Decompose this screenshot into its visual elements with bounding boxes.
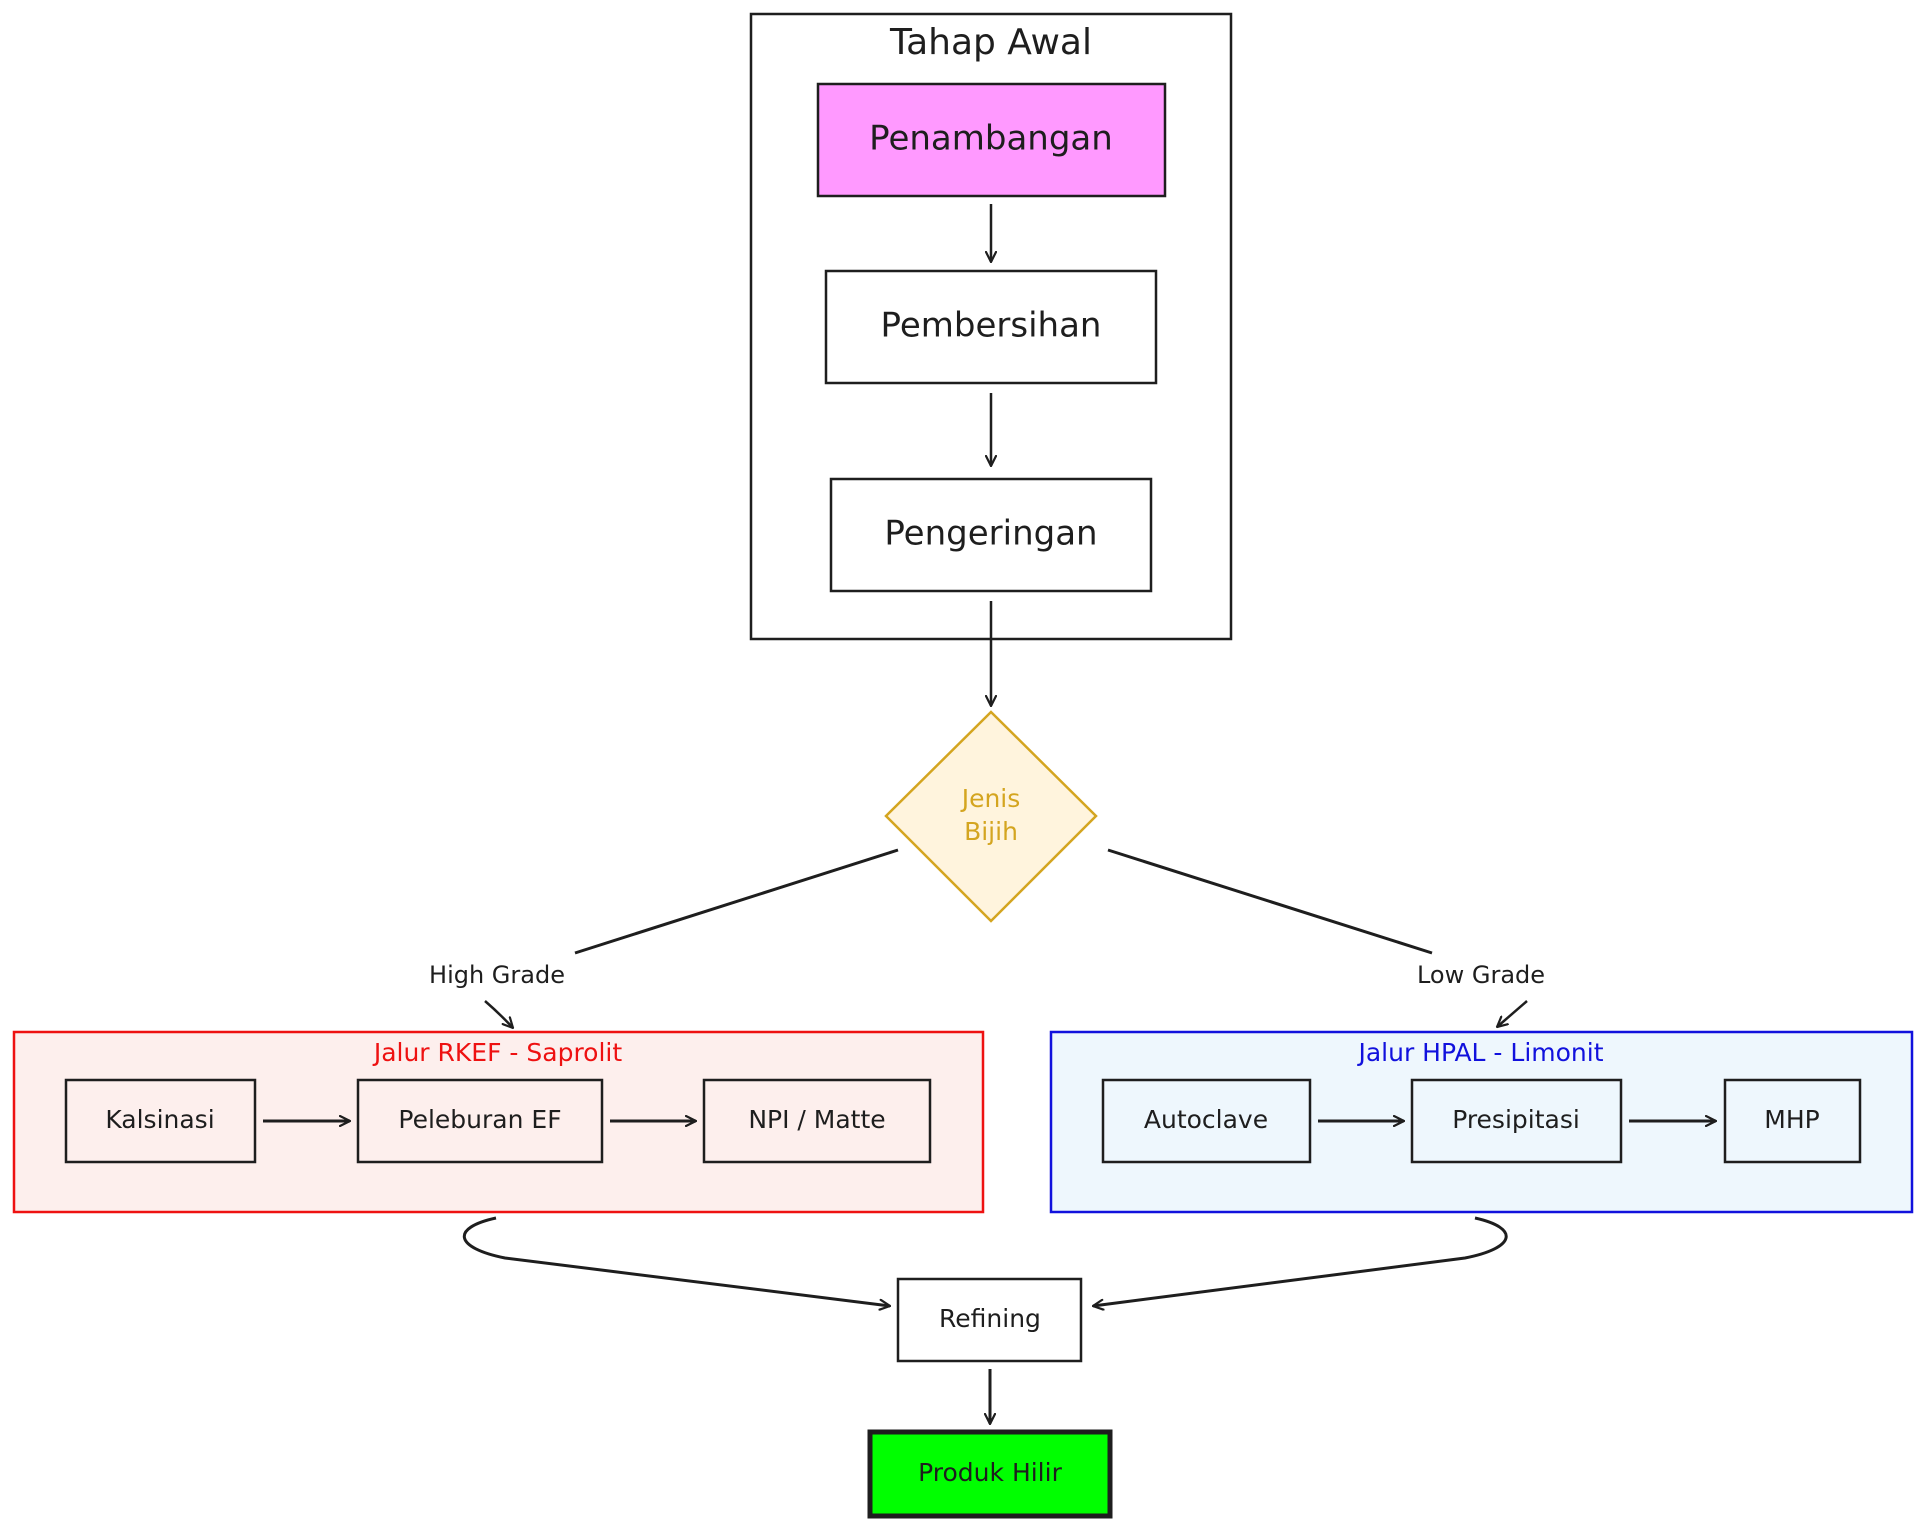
step-product-label: Produk Hilir bbox=[918, 1458, 1062, 1487]
stage-title: Tahap Awal bbox=[889, 22, 1092, 63]
edge-low-grade-line bbox=[1107, 848, 1433, 955]
step-refining-label: Refining bbox=[939, 1304, 1041, 1333]
rkef-step-calcination[interactable]: Kalsinasi bbox=[64, 1078, 257, 1164]
hpal-step-autoclave[interactable]: Autoclave bbox=[1101, 1078, 1312, 1164]
rkef-step-smelting[interactable]: Peleburan EF bbox=[356, 1078, 604, 1164]
rkef-step-npi-matte[interactable]: NPI / Matte bbox=[702, 1078, 932, 1164]
step-mining[interactable]: Penambangan bbox=[816, 82, 1167, 198]
arrow-hpal-to-refining bbox=[1093, 1216, 1508, 1306]
step-product[interactable]: Produk Hilir bbox=[867, 1429, 1113, 1519]
hpal-step-mhp-label: MHP bbox=[1764, 1105, 1819, 1134]
edge-low-grade-label: Low Grade bbox=[1417, 961, 1545, 989]
step-drying-label: Pengeringan bbox=[884, 514, 1097, 554]
rkef-container: Jalur RKEF - Saprolit bbox=[12, 1030, 985, 1214]
edge-high-grade-arrow bbox=[484, 1000, 513, 1028]
decision-ore-type[interactable]: Jenis Bijih bbox=[884, 710, 1098, 923]
rkef-step-smelting-label: Peleburan EF bbox=[398, 1105, 561, 1134]
hpal-title: Jalur HPAL - Limonit bbox=[1356, 1038, 1603, 1067]
rkef-title: Jalur RKEF - Saprolit bbox=[372, 1038, 623, 1067]
arrow-rkef-to-refining bbox=[462, 1216, 890, 1306]
decision-label-line2: Bijih bbox=[964, 817, 1018, 846]
edge-high-grade-line bbox=[574, 848, 899, 955]
decision-label-line1: Jenis bbox=[960, 784, 1021, 813]
rkef-step-npi-matte-label: NPI / Matte bbox=[748, 1105, 885, 1134]
step-mining-label: Penambangan bbox=[869, 119, 1113, 159]
step-refining[interactable]: Refining bbox=[896, 1277, 1083, 1363]
step-cleaning[interactable]: Pembersihan bbox=[824, 269, 1158, 385]
hpal-step-autoclave-label: Autoclave bbox=[1144, 1105, 1268, 1134]
rkef-step-calcination-label: Kalsinasi bbox=[105, 1105, 214, 1134]
hpal-step-precipitation-label: Presipitasi bbox=[1452, 1105, 1580, 1134]
step-cleaning-label: Pembersihan bbox=[881, 306, 1102, 346]
step-drying[interactable]: Pengeringan bbox=[829, 477, 1153, 593]
edge-high-grade-label: High Grade bbox=[429, 961, 565, 989]
hpal-container: Jalur HPAL - Limonit bbox=[1049, 1030, 1914, 1214]
hpal-step-mhp[interactable]: MHP bbox=[1723, 1078, 1862, 1164]
hpal-step-precipitation[interactable]: Presipitasi bbox=[1410, 1078, 1623, 1164]
edge-low-grade-arrow bbox=[1497, 1000, 1528, 1027]
